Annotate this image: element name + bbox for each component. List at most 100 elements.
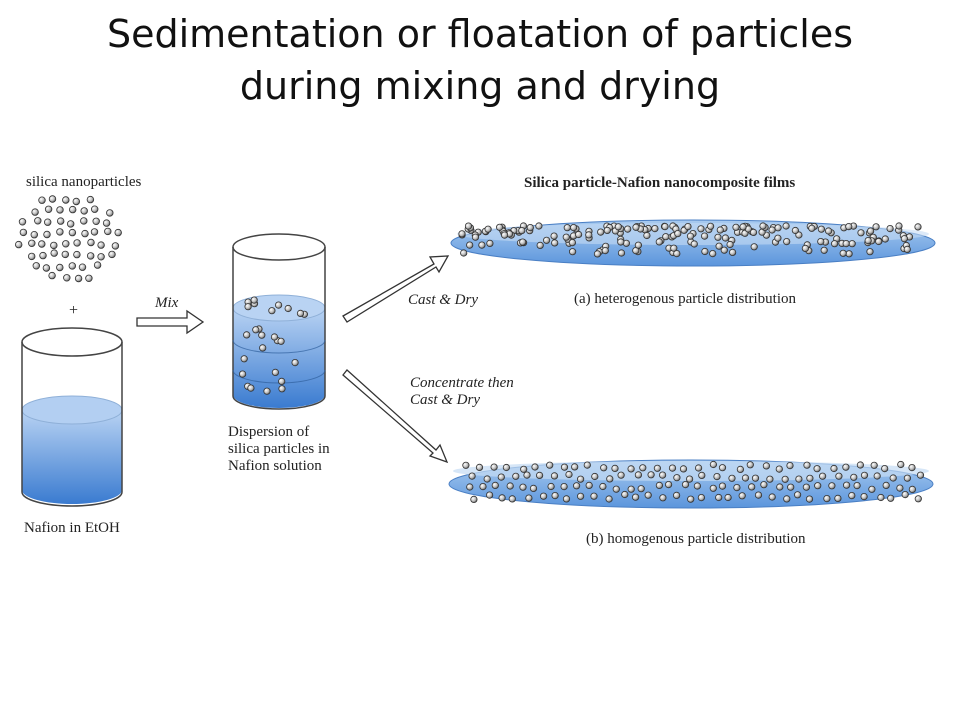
particle xyxy=(479,482,487,491)
concentrate-label: Concentrate then Cast & Dry xyxy=(410,375,514,409)
particle xyxy=(28,252,36,261)
title-line-1: Sedimentation or floatation of particles xyxy=(106,12,853,56)
particle xyxy=(483,475,491,483)
particle xyxy=(866,227,875,235)
particle xyxy=(856,461,865,469)
particle xyxy=(97,253,105,261)
particle xyxy=(782,222,790,230)
particle xyxy=(106,209,114,217)
particle xyxy=(781,475,789,483)
particle xyxy=(701,247,709,256)
particle xyxy=(568,239,577,247)
particle xyxy=(495,223,504,231)
dispersion-beaker xyxy=(232,233,326,410)
particle xyxy=(590,492,598,500)
particle xyxy=(662,233,670,241)
particle xyxy=(766,475,774,483)
particle xyxy=(698,471,706,479)
particle xyxy=(66,220,75,228)
film-a-caption: (a) heterogenous particle distribution xyxy=(574,291,797,307)
particle xyxy=(814,482,822,490)
particle xyxy=(685,475,694,483)
particle xyxy=(243,331,251,339)
particle xyxy=(86,195,95,204)
particle xyxy=(697,225,705,233)
particle xyxy=(518,227,526,235)
particle xyxy=(791,226,800,235)
particle xyxy=(681,480,690,489)
particle xyxy=(471,233,480,241)
particle xyxy=(80,217,88,225)
particle xyxy=(542,236,551,244)
particle xyxy=(74,274,83,283)
particle xyxy=(627,465,635,473)
particle xyxy=(801,244,810,252)
particle xyxy=(612,485,620,493)
particle xyxy=(860,492,868,501)
dispersed-particles xyxy=(239,296,308,395)
particle xyxy=(271,368,279,376)
particle xyxy=(823,494,831,503)
particle xyxy=(655,238,663,246)
particle xyxy=(672,491,681,499)
particle xyxy=(85,274,93,282)
particle xyxy=(860,471,869,479)
particle xyxy=(881,464,889,473)
particle xyxy=(728,474,736,482)
particle xyxy=(868,485,876,493)
particle xyxy=(536,241,544,249)
particle xyxy=(583,461,591,469)
particle xyxy=(585,481,593,489)
particle xyxy=(531,463,539,471)
particle xyxy=(68,262,76,270)
particle xyxy=(848,491,856,500)
particle xyxy=(670,244,678,252)
particle xyxy=(508,495,516,503)
particle xyxy=(601,247,609,255)
particle xyxy=(839,249,847,257)
particle xyxy=(560,482,568,491)
concentrate-line-2: Cast & Dry xyxy=(410,392,481,408)
particle xyxy=(661,223,669,231)
particle xyxy=(497,473,505,481)
particle xyxy=(793,491,802,499)
particle xyxy=(576,492,585,500)
particle xyxy=(738,492,746,500)
particle xyxy=(506,482,514,490)
particle xyxy=(706,222,715,230)
particle xyxy=(102,219,111,227)
particle xyxy=(736,465,745,473)
particle xyxy=(240,355,248,363)
particle xyxy=(606,475,614,483)
particle xyxy=(634,471,643,479)
particle xyxy=(599,482,607,491)
particle xyxy=(80,207,88,215)
particle xyxy=(611,464,619,472)
mix-arrow xyxy=(136,309,205,335)
particle xyxy=(568,248,577,256)
particle xyxy=(475,463,484,471)
particle xyxy=(718,482,727,490)
particle xyxy=(714,233,722,241)
particle xyxy=(565,470,573,479)
particle xyxy=(563,224,571,232)
particle xyxy=(571,463,579,471)
particle xyxy=(830,464,838,473)
particle xyxy=(690,240,698,248)
particle xyxy=(539,492,548,500)
dispersion-line-3: Nafion solution xyxy=(228,458,322,474)
particle xyxy=(73,250,81,259)
particle xyxy=(887,494,895,502)
particle xyxy=(491,481,499,489)
particle xyxy=(895,222,903,230)
film-b-caption: (b) homogenous particle distribution xyxy=(586,531,806,547)
particle xyxy=(19,228,28,237)
particle xyxy=(802,483,811,491)
particle xyxy=(551,491,559,500)
particle xyxy=(529,484,538,492)
particle xyxy=(828,482,836,490)
particle xyxy=(535,222,543,230)
particle xyxy=(864,237,872,245)
particle xyxy=(239,370,247,378)
particle xyxy=(621,490,629,499)
